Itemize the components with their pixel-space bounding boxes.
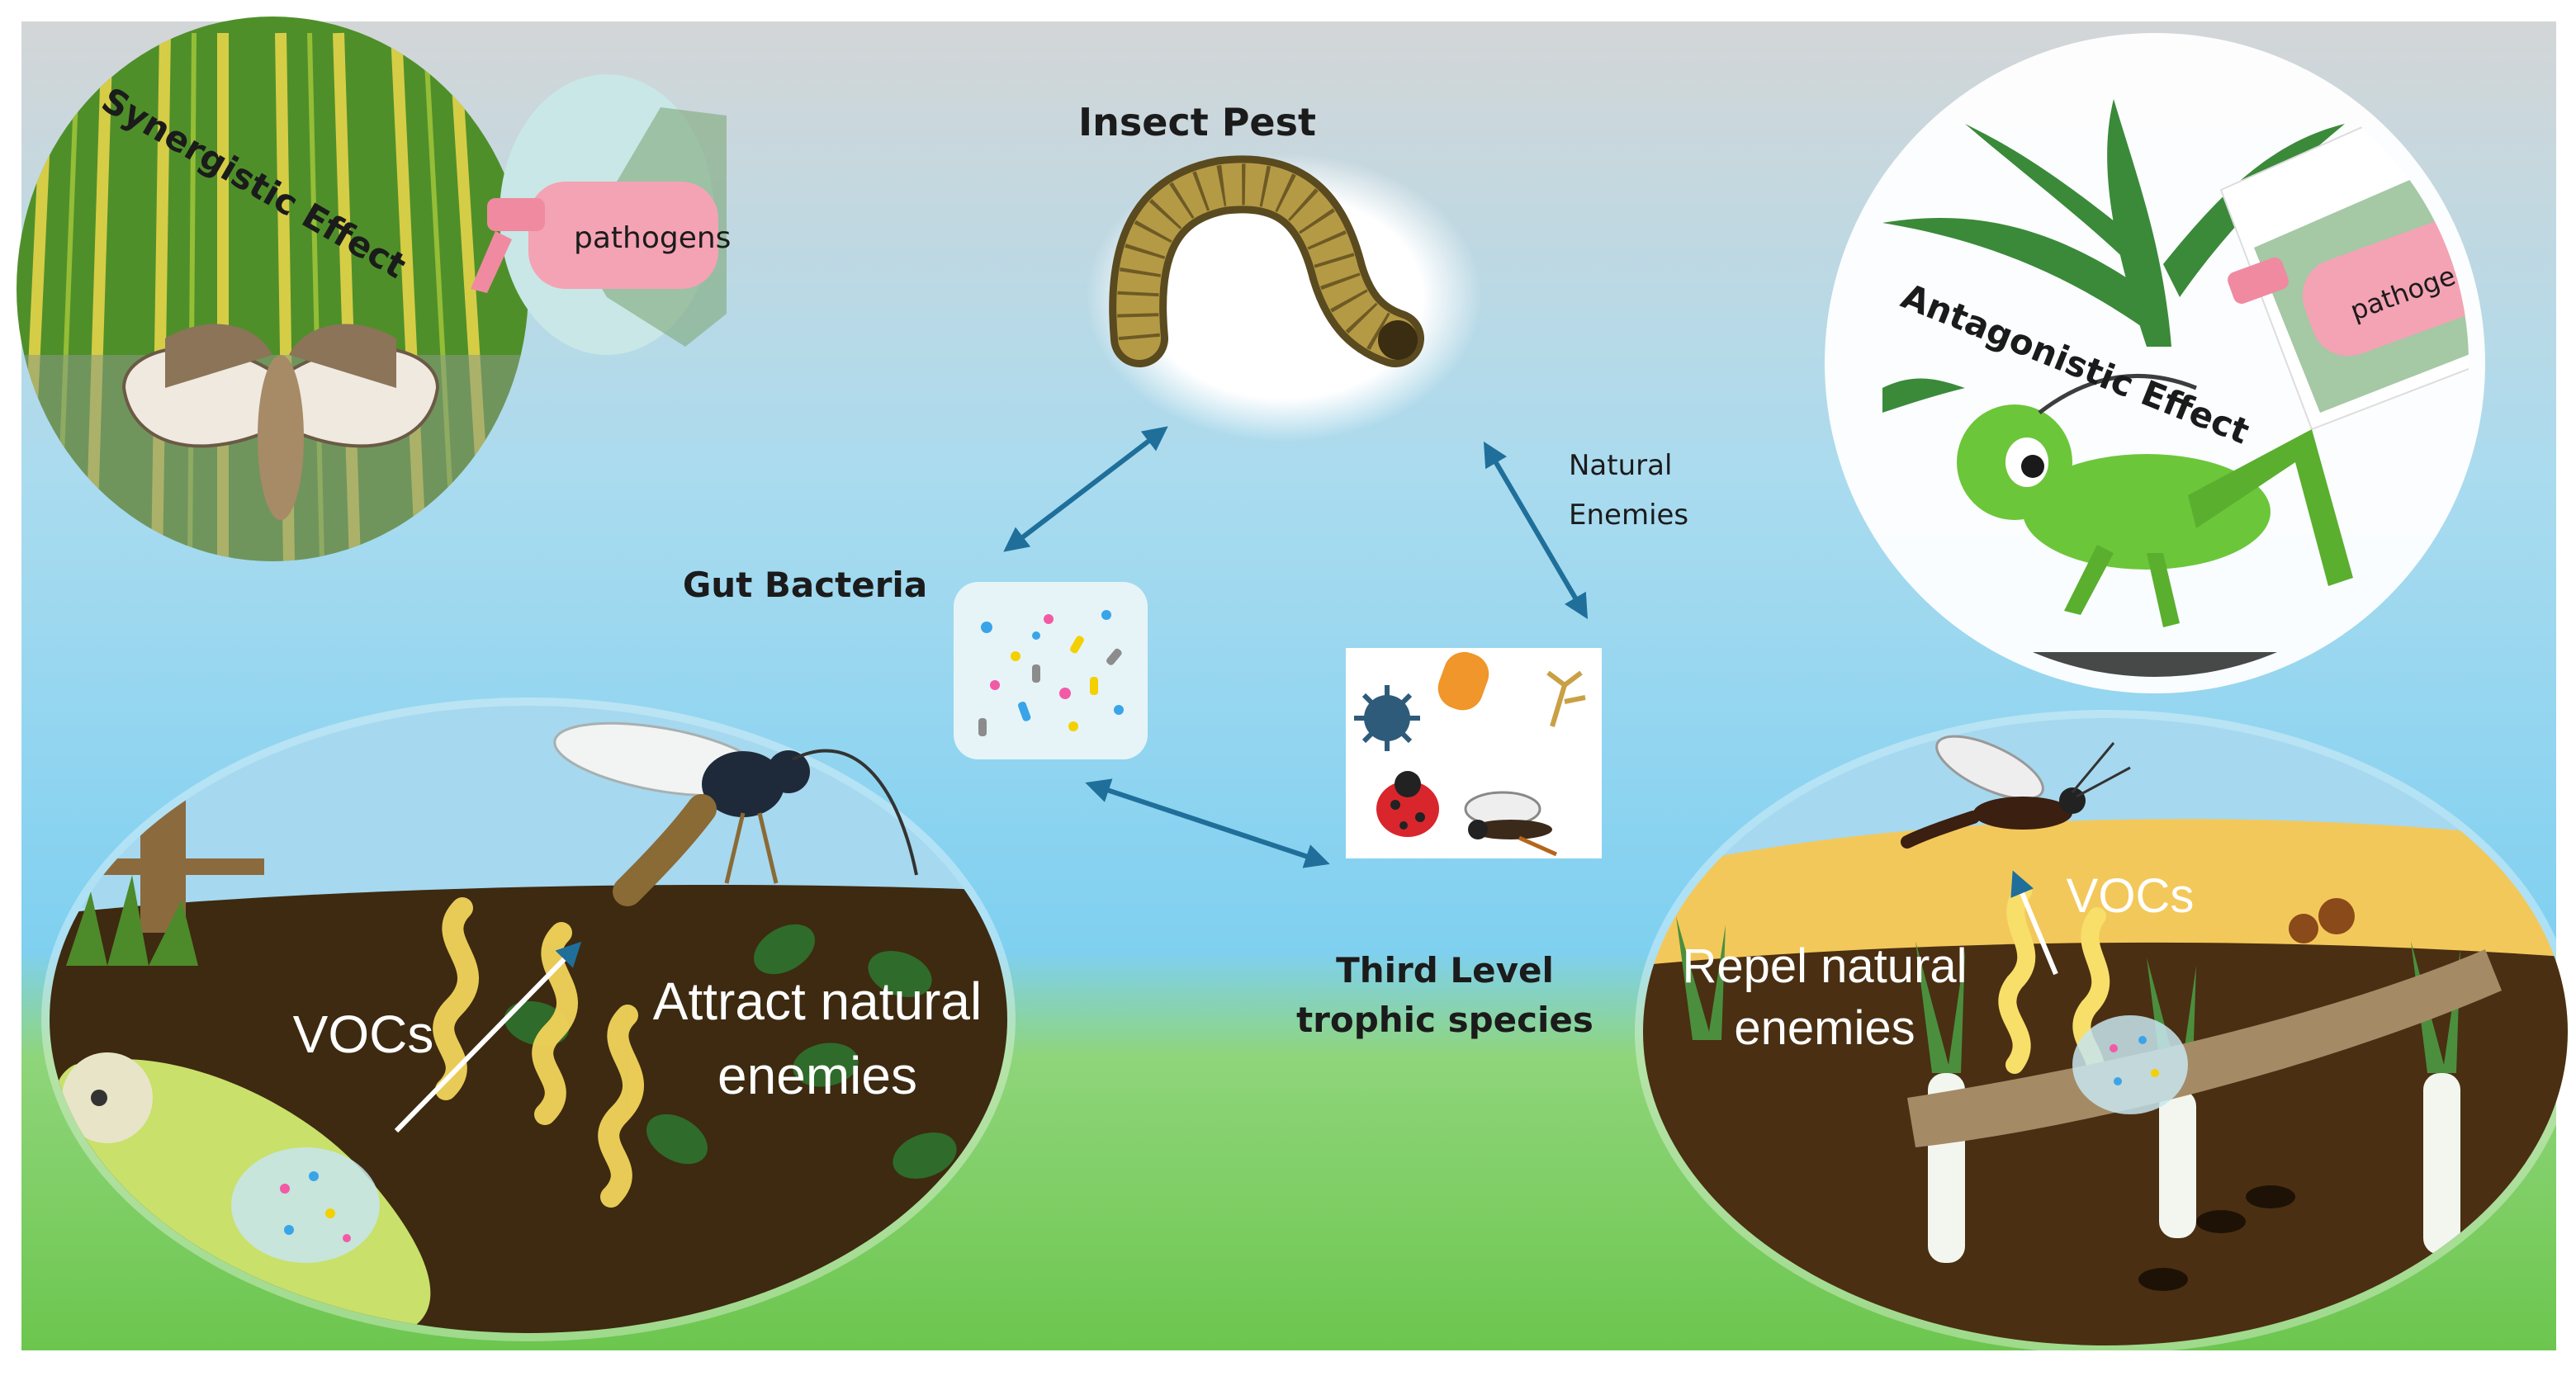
natural-enemies-label-line2: Enemies bbox=[1569, 499, 1688, 532]
repel-label-line2: enemies bbox=[1734, 1001, 1915, 1055]
third-level-label-line1: Third Level bbox=[1336, 950, 1554, 991]
bacteria-dots-icon bbox=[954, 582, 1148, 759]
insect-pest-label: Insect Pest bbox=[1078, 100, 1316, 144]
attract-label-line2: enemies bbox=[717, 1046, 917, 1105]
attract-panel: VOCs Attract natural enemies bbox=[41, 697, 1016, 1341]
virus-icon bbox=[1354, 685, 1420, 751]
gut-bacteria-node: Gut Bacteria bbox=[683, 565, 1148, 759]
attract-label-line1: Attract natural bbox=[653, 972, 982, 1031]
natural-enemies-label-line1: Natural bbox=[1569, 449, 1672, 482]
wasp-small-icon bbox=[1464, 791, 1558, 857]
ladybug-icon bbox=[1376, 771, 1439, 837]
arrow-enemies-to-gut bbox=[1085, 778, 1330, 868]
pathogens-label-left: pathogens bbox=[574, 221, 731, 255]
wasp-icon bbox=[553, 721, 918, 906]
arrow-pest-to-enemies bbox=[1483, 441, 1589, 620]
insect-pest-node: Insect Pest bbox=[1078, 100, 1482, 442]
moth-icon bbox=[121, 324, 440, 520]
bacteria-dots-icon bbox=[2072, 1015, 2188, 1114]
spray-bottle-icon: pathogens bbox=[471, 74, 731, 355]
vocs-label-right: VOCs bbox=[2067, 869, 2195, 923]
gut-bacteria-label: Gut Bacteria bbox=[683, 565, 927, 605]
arrow-gut-to-pest bbox=[1003, 426, 1168, 552]
relation-arrows bbox=[1003, 426, 1589, 868]
third-level-node: Third Level trophic species bbox=[1296, 648, 1602, 1040]
corn-plant-icon bbox=[1882, 99, 2345, 413]
third-level-label-line2: trophic species bbox=[1296, 1000, 1593, 1040]
caterpillar-icon bbox=[1109, 155, 1424, 367]
host-larva-icon bbox=[54, 1052, 431, 1333]
repel-label-line1: Repel natural bbox=[1683, 939, 1968, 993]
wasp-icon bbox=[1901, 735, 2131, 849]
antagonistic-panel: pathogens Antagonistic Effect bbox=[1825, 33, 2485, 693]
fungus-icon bbox=[1437, 651, 1586, 727]
vocs-label-left: VOCs bbox=[293, 1005, 434, 1064]
grasshopper-icon bbox=[1957, 374, 2353, 627]
